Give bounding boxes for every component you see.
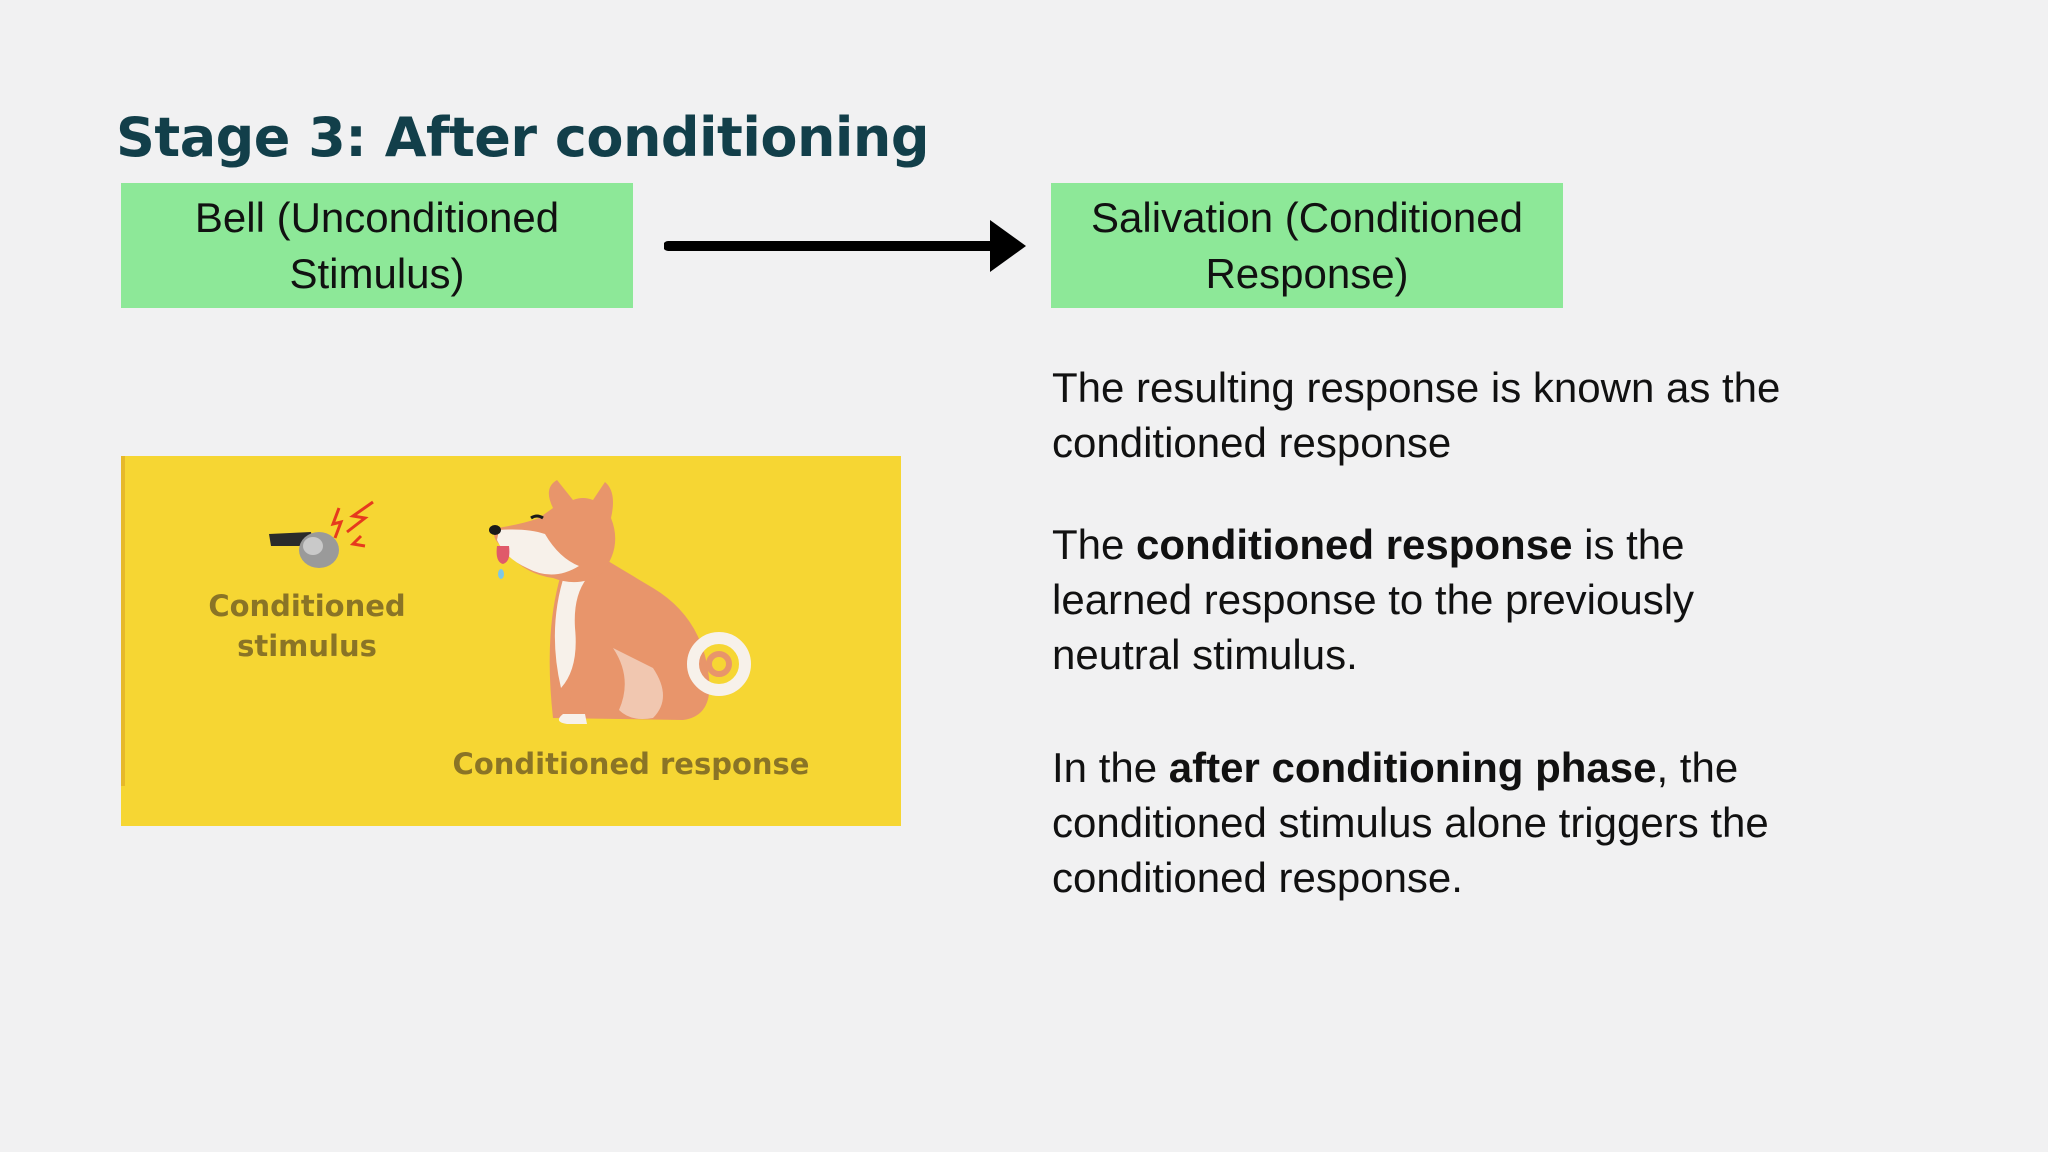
arrow-right-icon <box>664 220 1026 272</box>
paragraph2-post: is the learned response to the previousl… <box>1052 521 1695 678</box>
conditioned-stimulus-label-line2: stimulus <box>237 629 377 663</box>
stimulus-box-line2: Stimulus) <box>289 249 465 297</box>
illustration-edge <box>121 456 125 786</box>
conditioning-illustration: Conditioned stimulus <box>121 456 901 826</box>
conditioned-stimulus-label: Conditioned stimulus <box>197 586 417 666</box>
paragraph3-pre: In the <box>1052 744 1169 791</box>
whistle-icon <box>269 500 374 568</box>
paragraph-after-conditioning-phase: In the after conditioning phase, the con… <box>1052 740 1812 905</box>
conditioned-response-label: Conditioned response <box>452 747 810 781</box>
response-box: Salivation (Conditioned Response) <box>1051 183 1563 308</box>
dog-illustration <box>489 480 751 724</box>
paragraph3-bold: after conditioning phase <box>1168 744 1657 791</box>
paragraph-resulting-response: The resulting response is known as the c… <box>1052 364 1781 466</box>
conditioned-stimulus-label-line1: Conditioned <box>208 589 406 623</box>
paragraph2-pre: The <box>1052 521 1137 568</box>
stimulus-box-line1: Bell (Unconditioned <box>194 193 560 241</box>
paragraph3-post: , the conditioned stimulus alone trigger… <box>1052 744 1769 901</box>
slide-title: Stage 3: After conditioning <box>116 106 930 169</box>
stimulus-box: Bell (Unconditioned Stimulus) <box>121 183 633 308</box>
response-box-line1: Salivation (Conditioned <box>1091 193 1523 241</box>
response-box-line2: Response) <box>1205 249 1409 297</box>
paragraph2-bold: conditioned response <box>1136 521 1573 568</box>
paragraph-conditioned-response-definition: The conditioned response is the learned … <box>1052 517 1812 682</box>
